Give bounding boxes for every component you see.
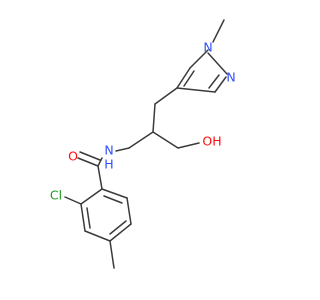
bond-pz-c5-c4-double xyxy=(183,70,195,87)
bond-bz-c6-c1 xyxy=(101,188,128,199)
atom-label-n1-pyrazole: N xyxy=(203,40,212,55)
bond-n1-methyl xyxy=(212,19,225,43)
atom-label-chlorine: Cl xyxy=(50,188,62,203)
bond-ch2n-n xyxy=(115,147,130,152)
bond-bz-c6-c1-double xyxy=(103,195,123,204)
bond-bz-c5-c6 xyxy=(126,197,132,225)
bond-bz-c1-c2 xyxy=(80,188,103,205)
bond-ch-ch2n xyxy=(128,131,154,149)
bond-bz-c4-c5 xyxy=(109,223,132,242)
bond-ch2-ch xyxy=(152,103,156,133)
atom-label-hydroxyl: OH xyxy=(202,134,221,149)
bond-pz-n1-n2 xyxy=(207,52,228,75)
bond-ch-ch2oh xyxy=(152,131,179,149)
bond-pz-c5-n1 xyxy=(189,49,209,69)
bond-carbonyl-o xyxy=(77,157,99,167)
bond-bz-c2-c3 xyxy=(80,203,86,232)
bond-carbonyl-ring xyxy=(97,165,103,190)
atom-label-amide-nitrogen: N xyxy=(104,143,113,158)
bond-bz-c3-c4 xyxy=(84,230,111,242)
bond-pz-c4-c5 xyxy=(176,67,191,89)
bond-pz-n2-c3 xyxy=(214,76,227,93)
bond-bz-c4-c5-double xyxy=(109,220,127,235)
bond-carbonyl-o-double xyxy=(79,151,101,161)
bond-ch2oh-o xyxy=(177,142,200,149)
bonds xyxy=(64,19,228,269)
bond-n-carbonyl xyxy=(97,157,103,167)
atom-label-carbonyl-oxygen: O xyxy=(68,149,78,164)
bond-c2-cl xyxy=(64,196,82,205)
atom-labels: N N OH O N H Cl xyxy=(50,40,236,203)
bond-pz-c3-c4 xyxy=(176,87,216,93)
bond-pz-ch2 xyxy=(154,87,178,105)
bond-c4-methyl xyxy=(109,240,115,269)
atom-label-n2-pyrazole: N xyxy=(226,70,235,85)
bond-pz-n2-c3-double xyxy=(208,74,220,89)
atom-label-amide-hydrogen: H xyxy=(104,157,113,172)
bond-bz-c2-c3-double xyxy=(86,207,91,229)
molecule-structure-diagram: N N OH O N H Cl xyxy=(50,19,236,269)
